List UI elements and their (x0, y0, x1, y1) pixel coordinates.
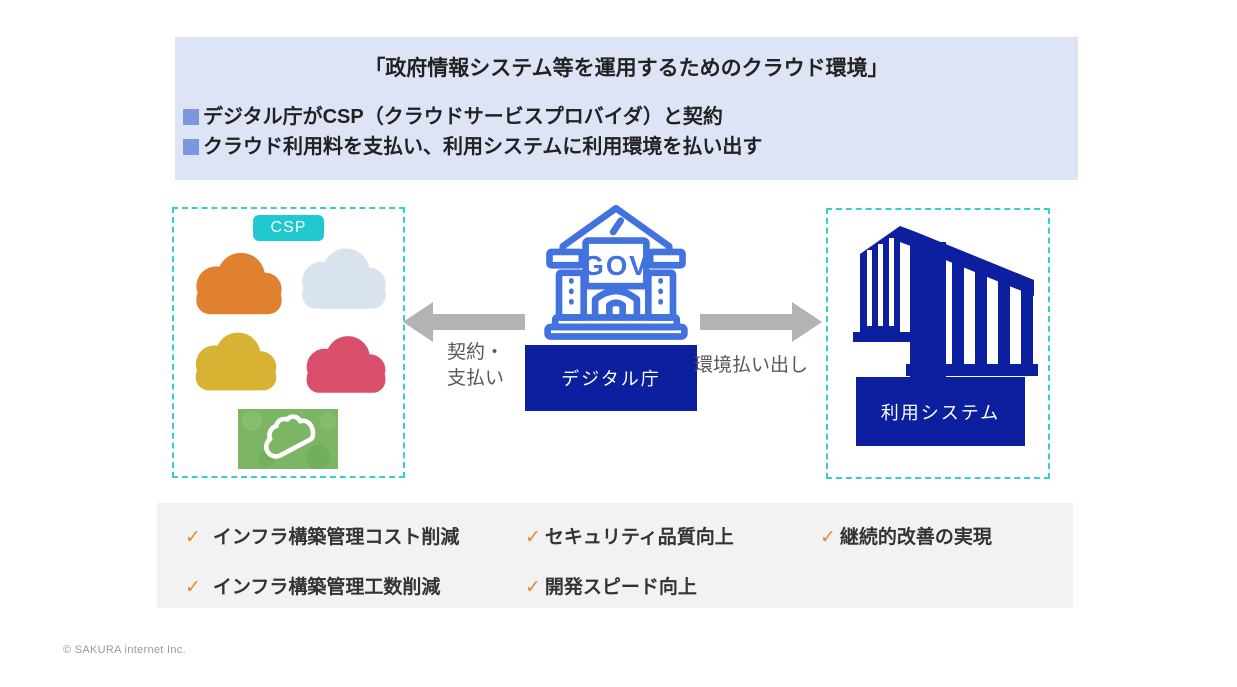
page-title: 「政府情報システム等を運用するためのクラウド環境」 (364, 57, 889, 80)
benefits-panel: ✓インフラ構築管理コスト削減 ✓セキュリティ品質向上 ✓継続的改善の実現 ✓イン… (157, 503, 1073, 608)
csp-group-box: CSP (172, 207, 405, 478)
header-banner: 「政府情報システム等を運用するためのクラウド環境」 デジタル庁がCSP（クラウド… (175, 37, 1078, 180)
cloud-orange-icon (196, 252, 282, 315)
left-arrow-label-line2: 支払い (447, 368, 505, 389)
benefit-item: ✓継続的改善の実現 (820, 522, 992, 549)
office-buildings-icon (853, 226, 1038, 384)
benefit-text: インフラ構築管理コスト削減 (212, 527, 460, 548)
arrow-left-icon (403, 302, 525, 342)
bullet-square-icon (183, 139, 199, 155)
bullet-item: クラウド利用料を支払い、利用システムに利用環境を払い出す (183, 132, 1078, 162)
benefit-item: ✓開発スピード向上 (525, 572, 697, 599)
copyright-text: © SAKURA internet Inc. (63, 644, 186, 656)
benefit-text: インフラ構築管理工数削減 (212, 577, 441, 598)
check-icon: ✓ (185, 577, 201, 598)
bullet-list: デジタル庁がCSP（クラウドサービスプロバイダ）と契約 クラウド利用料を支払い、… (183, 102, 1078, 162)
check-icon: ✓ (185, 527, 201, 548)
cloud-lightblue-icon (302, 248, 386, 309)
arrow-right-icon (700, 302, 822, 342)
cloud-pink-icon (306, 336, 386, 393)
csp-badge: CSP (252, 215, 325, 241)
cloud-yellow-icon (195, 332, 277, 391)
bullet-text: クラウド利用料を支払い、利用システムに利用環境を払い出す (203, 136, 763, 158)
bullet-item: デジタル庁がCSP（クラウドサービスプロバイダ）と契約 (183, 102, 1078, 132)
benefit-item: ✓ インフラ構築管理コスト削減 (185, 522, 459, 549)
digital-agency-label: デジタル庁 (525, 345, 697, 411)
benefit-text: 開発スピード向上 (544, 577, 697, 598)
check-icon: ✓ (525, 577, 541, 598)
consumer-system-label: 利用システム (856, 377, 1025, 446)
government-building-icon: GOV (544, 204, 688, 340)
right-arrow-label: 環境払い出し (694, 355, 809, 376)
bullet-text: デジタル庁がCSP（クラウドサービスプロバイダ）と契約 (203, 106, 723, 128)
bullet-square-icon (183, 109, 199, 125)
benefit-text: 継続的改善の実現 (839, 527, 992, 548)
gov-sign-text: GOV (583, 250, 650, 281)
benefit-item: ✓ インフラ構築管理工数削減 (185, 572, 440, 599)
left-arrow-label: 契約・ 支払い (447, 340, 504, 392)
check-icon: ✓ (820, 527, 836, 548)
left-arrow-label-line1: 契約・ (447, 342, 505, 363)
benefit-item: ✓セキュリティ品質向上 (525, 522, 734, 549)
benefit-text: セキュリティ品質向上 (544, 527, 734, 548)
check-icon: ✓ (525, 527, 541, 548)
sakura-cloud-logo (238, 409, 338, 469)
